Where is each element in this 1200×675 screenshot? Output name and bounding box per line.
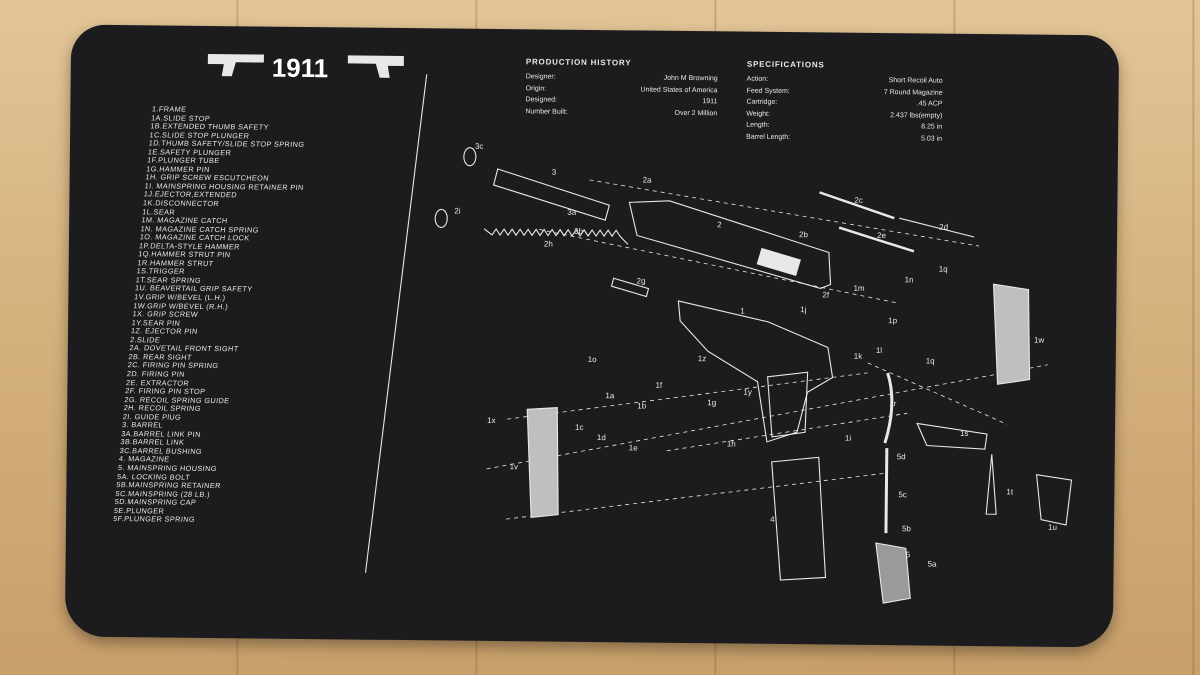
diagram-callout-2c: 2c [854,196,863,205]
diagram-callout-3a: 3a [567,208,577,217]
diagram-callout-5d: 5d [897,452,906,461]
grip-safety [1035,474,1073,526]
diagram-callout-5b: 5b [902,524,912,533]
guide-lines [486,179,1048,520]
diagram-callout-1e: 1e [629,443,639,452]
firing-pin-spring [819,191,895,220]
mainspring [884,448,889,534]
diagram-callout-1d: 1d [597,433,606,442]
mainspring-housing [875,542,911,604]
diagram-callout-1o: 1o [588,355,598,364]
diagram-callout-1y: 1y [743,388,752,397]
diagram-callout-2b: 2b [799,230,809,239]
slide [628,200,832,289]
hammer-strut [883,372,894,444]
slide-window [756,247,801,277]
diagram-callout-1r: 1r [889,399,897,408]
diagram-callout-1u: 1u [1048,523,1057,532]
diagram-callout-2i: 2i [454,207,461,216]
barrel [492,168,611,221]
diagram-callout-1w: 1w [1034,336,1045,345]
diagram-callout-1: 1 [740,307,745,316]
diagram-callout-1c: 1c [575,423,584,432]
diagram-callout-1a: 1a [605,391,615,400]
diagram-callout-1h: 1h [727,439,736,448]
grip-left [526,407,559,518]
sear-spring [985,454,997,515]
diagram-callout-1x: 1x [487,416,496,425]
diagram-callout-1l: 1l [876,346,883,355]
frame-grip [766,371,809,438]
diagram-callout-1b: 1b [637,401,647,410]
grip-right [992,283,1031,385]
diagram-callout-1v: 1v [510,462,519,471]
diagram-callout-1t: 1t [1006,487,1014,496]
diagram-callout-2g: 2g [637,276,646,285]
logo: 1911 [206,46,406,92]
diagram-callout-1q: 1q [926,356,935,365]
exploded-diagram: 3c 3 2a 3a 3b 2 2b 2c 2e 2d 2i 2h 2g 2f 1n 1q 1m 1 1j 1p 1w 1… [364,74,1073,604]
diagram-callout-3: 3 [552,168,557,177]
divider-line [364,74,428,573]
diagram-callout-1i: 1i [845,434,852,443]
pistol-silhouette-icon [207,53,404,78]
diagram-callout-2h: 2h [544,239,553,248]
diagram-callout-3b: 3b [574,227,584,236]
diagram-callout-2f: 2f [822,290,830,299]
extractor [838,226,915,253]
firing-pin [899,217,975,238]
diagram-callout-1z: 1z [698,354,707,363]
barrel-bushing [463,147,477,167]
diagram-callout-2: 2 [717,220,722,229]
diagram-callout-2d: 2d [939,223,948,232]
diagram-callout-1s: 1s [960,429,969,438]
diagram-callout-3c: 3c [475,142,484,151]
diagram-callout-5: 5 [906,550,911,559]
diagram-callout-5a: 5a [928,560,938,569]
recoil-spring [483,227,629,245]
diagram-callout-2a: 2a [643,176,653,185]
recoil-spring-guide [610,277,650,298]
diagram-callout-1f: 1f [655,381,663,390]
diagram-callout-1j: 1j [800,305,807,314]
diagram-callout-1m: 1m [853,284,865,293]
trigger [916,422,988,450]
diagram-callout-4: 4 [770,515,775,524]
diagram-callout-1q_top: 1q [939,265,948,274]
guide-plug [434,208,448,228]
diagram-callout-2e: 2e [877,231,887,240]
diagram-callout-1k: 1k [854,352,864,361]
magazine [771,456,827,581]
frame [677,300,834,443]
diagram-callout-1p: 1p [888,316,898,325]
diagram-callout-1n: 1n [905,275,914,284]
diagram-callout-5c: 5c [898,490,907,499]
diagram-callout-1g: 1g [707,398,716,407]
